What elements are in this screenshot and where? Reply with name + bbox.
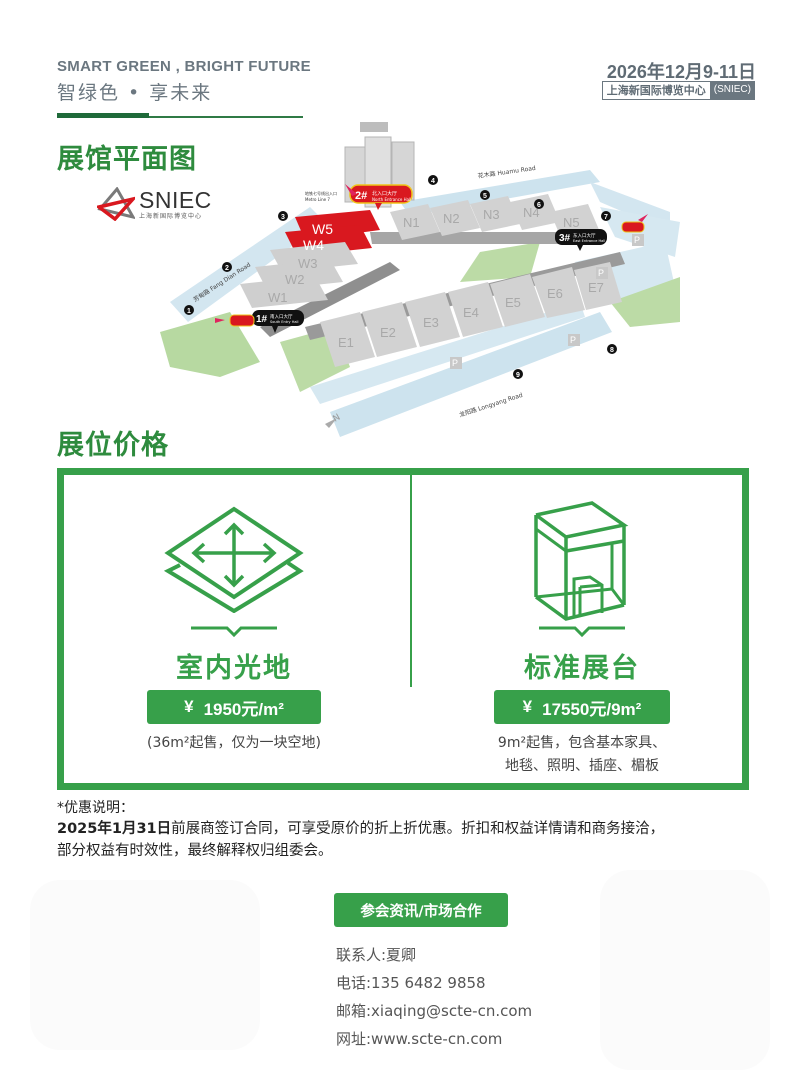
discount-heading: *优惠说明： (57, 800, 134, 816)
svg-text:6: 6 (537, 202, 541, 209)
svg-text:4: 4 (431, 178, 435, 185)
svg-text:9: 9 (516, 372, 520, 379)
pricing-divider (410, 475, 412, 687)
svg-text:East Entrance Hall: East Entrance Hall (573, 239, 605, 243)
east-halls (320, 262, 622, 367)
discount-body: 2025年1月31日前展商签订合同，可享受原价的折上折优惠。折扣和权益详情请和商… (57, 818, 787, 862)
svg-text:P: P (570, 335, 576, 345)
svg-text:N1: N1 (403, 215, 420, 230)
svg-text:N3: N3 (483, 207, 500, 222)
contact-info: 联系人:夏卿 电话:135 6482 9858 邮箱:xiaqing@scte-… (336, 941, 532, 1053)
discount-line-2: 部分权益有时效性，最终解释权归组委会。 (57, 843, 333, 859)
svg-text:E5: E5 (505, 295, 521, 310)
pricing-title: 展位价格 (57, 430, 169, 461)
venue-floor-plan-map: W5 W4 W3 W2 W1 N1 N2 N3 N4 N5 E1 E2 E3 E… (160, 112, 680, 442)
svg-text:2: 2 (225, 265, 229, 272)
svg-text:1#: 1# (256, 314, 268, 325)
yen-symbol: ¥ (522, 697, 533, 716)
contact-phone[interactable]: 电话:135 6482 9858 (336, 974, 486, 992)
tagline-english: SMART GREEN , BRIGHT FUTURE (57, 58, 311, 75)
svg-text:E6: E6 (547, 286, 563, 301)
svg-text:E1: E1 (338, 335, 354, 350)
svg-text:龙阳路 Longyang Road: 龙阳路 Longyang Road (458, 391, 524, 419)
raw-space-title: 室内光地 (176, 653, 292, 684)
contact-person: 联系人:夏卿 (336, 946, 417, 964)
raw-space-floor-icon (163, 505, 304, 617)
title-notch-decoration (191, 623, 277, 642)
event-date: 2026年12月9-11日 (606, 62, 756, 82)
svg-text:N: N (332, 413, 343, 425)
svg-text:东入口大厅: 东入口大厅 (573, 232, 596, 239)
floor-plan-illustration: W5 W4 W3 W2 W1 N1 N2 N3 N4 N5 E1 E2 E3 E… (160, 122, 680, 437)
tagline-chinese: 智绿色 • 享未来 (57, 82, 213, 104)
contact-website[interactable]: 网址:www.scte-cn.com (336, 1030, 503, 1048)
svg-text:North Entrance Hall: North Entrance Hall (372, 197, 411, 202)
svg-text:8: 8 (610, 347, 614, 354)
standard-booth-icon (532, 499, 632, 627)
west-halls (240, 210, 380, 308)
sniec-logo-icon (97, 187, 135, 221)
background-shape (600, 870, 770, 1070)
svg-text:南入口大厅: 南入口大厅 (270, 313, 293, 320)
svg-text:W4: W4 (303, 237, 324, 253)
standard-booth-note-line: 9m²起售，包含基本家具、 (497, 735, 667, 751)
svg-text:2#: 2# (355, 190, 367, 202)
svg-text:北入口大厅: 北入口大厅 (372, 190, 397, 197)
standard-booth-title: 标准展台 (524, 653, 640, 684)
pricing-panel: 室内光地 ¥ 1950元/m² (36m²起售，仅为一块空地) (57, 468, 749, 790)
svg-text:3#: 3# (559, 233, 571, 244)
sniec-logo-subtitle: 上海新国际博览中心 (139, 212, 203, 220)
yen-symbol: ¥ (184, 697, 194, 716)
svg-text:E2: E2 (380, 325, 396, 340)
svg-text:P: P (598, 268, 604, 278)
floor-plan-title: 展馆平面图 (57, 144, 197, 175)
svg-text:W5: W5 (312, 221, 333, 237)
pricing-option-standard-booth: 标准展台 ¥ 17550元/9m² 9m²起售，包含基本家具、 地毯、照明、插座… (412, 475, 752, 783)
svg-text:N2: N2 (443, 211, 460, 226)
pricing-option-raw-space: 室内光地 ¥ 1950元/m² (36m²起售，仅为一块空地) (64, 475, 404, 783)
svg-text:3: 3 (281, 214, 285, 221)
header-divider (57, 113, 303, 118)
svg-text:E3: E3 (423, 315, 439, 330)
raw-space-price-badge: ¥ 1950元/m² (147, 690, 321, 724)
compass-icon: N (325, 413, 342, 428)
entrance-3-callout: 3# 东入口大厅 East Entrance Hall (555, 229, 607, 251)
contact-section-badge: 参会资讯/市场合作 (334, 893, 508, 927)
venue-name-cn: 上海新国际博览中心 (601, 81, 710, 100)
sniec-logo: SNIEC 上海新国际博览中心 (97, 187, 212, 221)
raw-space-price: 1950元/m² (203, 699, 284, 719)
svg-text:Metro Line 7: Metro Line 7 (305, 197, 330, 202)
svg-text:地铁七号线出入口: 地铁七号线出入口 (305, 190, 337, 196)
background-shape (30, 880, 260, 1050)
contact-email[interactable]: 邮箱:xiaqing@scte-cn.com (336, 1002, 533, 1020)
svg-text:1: 1 (187, 308, 191, 315)
discount-deadline: 2025年1月31日 (57, 821, 172, 837)
venue-name-en: (SNIEC) (709, 81, 755, 100)
svg-text:7: 7 (604, 214, 608, 221)
svg-text:E7: E7 (588, 280, 604, 295)
standard-booth-note: 9m²起售，包含基本家具、 地毯、照明、插座、楣板 (412, 732, 752, 778)
discount-line-1: 前展商签订合同，可享受原价的折上折优惠。折扣和权益详情请和商务接洽， (171, 821, 665, 837)
svg-text:W2: W2 (285, 272, 305, 287)
north-halls (390, 194, 600, 240)
venue-label: 上海新国际博览中心 (SNIEC) (601, 81, 755, 100)
standard-booth-note-line: 地毯、照明、插座、楣板 (505, 758, 659, 774)
svg-text:N5: N5 (563, 215, 580, 230)
standard-booth-price-badge: ¥ 17550元/9m² (494, 690, 670, 724)
standard-booth-price: 17550元/9m² (542, 699, 642, 719)
svg-text:5: 5 (483, 193, 487, 200)
title-notch-decoration (539, 623, 625, 642)
svg-text:E4: E4 (463, 305, 479, 320)
svg-text:P: P (634, 235, 640, 245)
svg-text:W3: W3 (298, 256, 318, 271)
raw-space-note: (36m²起售，仅为一块空地) (64, 732, 404, 755)
entrance-1-callout: 1# 南入口大厅 South Entry Hall (252, 310, 304, 333)
sniec-logo-name: SNIEC (139, 186, 212, 213)
entrance-2-callout: 2# 北入口大厅 North Entrance Hall (349, 184, 413, 210)
svg-text:W1: W1 (268, 290, 288, 305)
svg-text:N4: N4 (523, 205, 540, 220)
raw-space-note-line: (36m²起售，仅为一块空地) (147, 735, 321, 751)
svg-text:P: P (452, 358, 458, 368)
svg-text:South Entry Hall: South Entry Hall (270, 320, 298, 324)
